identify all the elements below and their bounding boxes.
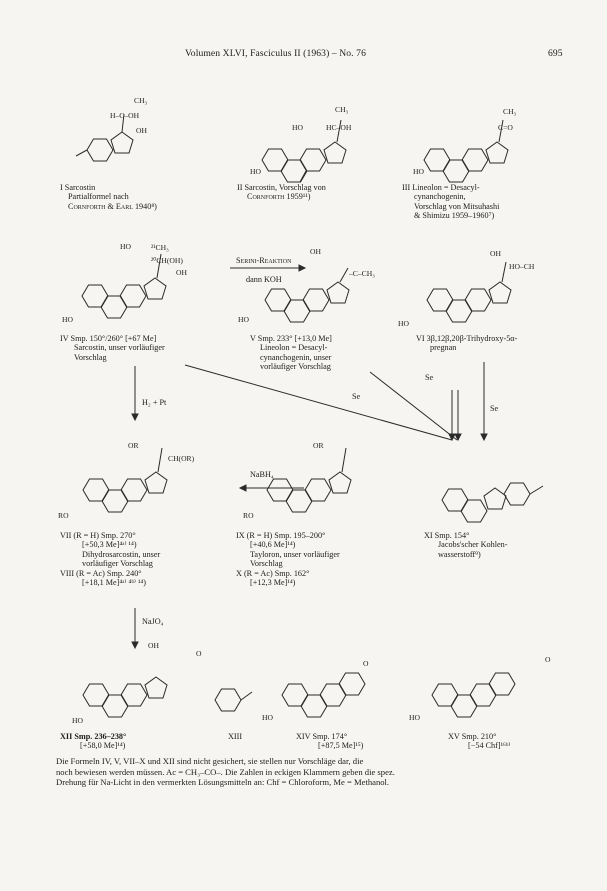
atom-label: HO	[398, 319, 409, 328]
atom-label: HO	[262, 713, 273, 722]
reagent-se-2: Se	[425, 373, 434, 382]
structure-VII	[82, 447, 168, 513]
atom-label: HO	[250, 167, 261, 176]
structure-IX	[266, 447, 352, 513]
caption-XV: XV Smp. 210° [−54 Chf]¹⁶ᵇ⁾	[448, 732, 511, 751]
caption-VII-VIII: VII (R = H) Smp. 270° [+50,3 Me]⁴ᵃ⁾ ¹⁴) …	[60, 531, 161, 588]
structure-III	[423, 119, 509, 183]
atom-label: RO	[58, 511, 69, 520]
footnote-line: noch bewiesen werden müssen. Ac = CH₃–CO…	[56, 766, 395, 777]
atom-label: O	[545, 655, 551, 664]
reagent-se-1: Se	[352, 392, 361, 401]
structure-XI	[441, 482, 544, 523]
structure-I	[75, 113, 134, 162]
atom-label: HO	[292, 123, 303, 132]
reagent-naio4: NaJO₄	[142, 617, 164, 626]
atom-label: ²⁰CH(OH)	[151, 256, 183, 265]
structure-XIV	[281, 672, 366, 718]
atom-label: CH(OR)	[168, 454, 195, 463]
structure-VI	[426, 261, 512, 323]
running-header: Volumen XLVI, Fasciculus II (1963) – No.…	[185, 48, 366, 59]
caption-III: III Lineolon = Desacyl- cynanchogenin, V…	[402, 183, 500, 221]
atom-label: O	[363, 659, 369, 668]
atom-label: RO	[243, 511, 254, 520]
caption-II: II Sarcostin, Vorschlag von Cornforth 19…	[237, 183, 326, 202]
structure-XIII	[214, 688, 253, 712]
caption-XIV: XIV Smp. 174° [+87,5 Me]¹⁵)	[296, 732, 364, 751]
atom-label: HC–OH	[326, 123, 352, 132]
caption-XII: XII Smp. 236–238° [+58,0 Me]¹⁴)	[60, 732, 127, 751]
atom-label: HO	[120, 242, 131, 251]
caption-IX-X: IX (R = H) Smp. 195–200° [+40,6 Me]¹⁴) T…	[236, 531, 340, 588]
atom-label: CH₃	[503, 107, 517, 116]
atom-label: OR	[128, 441, 139, 450]
atom-label: OH	[176, 268, 187, 277]
structure-IV	[81, 253, 167, 319]
atom-label: HO	[62, 315, 73, 324]
footnote-line: Die Formeln IV, V, VII–X und XII sind ni…	[56, 756, 364, 766]
atom-label: O	[196, 649, 202, 658]
atom-label: HO	[413, 167, 424, 176]
atom-label: CH₃	[335, 105, 349, 114]
atom-label: OH	[148, 641, 159, 650]
atom-label: OR	[313, 441, 324, 450]
atom-label: OH	[310, 247, 321, 256]
reagent-koh: dann KOH	[246, 275, 282, 284]
atom-label: C=O	[498, 123, 513, 132]
atom-label: –C–CH₃	[349, 269, 375, 278]
page-number: 695	[548, 48, 563, 59]
caption-XIII: XIII	[228, 732, 243, 741]
atom-label: ²¹CH₃	[151, 243, 169, 252]
atom-label: OH	[490, 249, 501, 258]
caption-VI: VI 3β,12β,20β-Trihydroxy-5α- pregnan	[416, 334, 518, 353]
reagent-h2pt: H₂ + Pt	[142, 398, 167, 407]
atom-label: HO	[72, 716, 83, 725]
atom-label: HO–CH	[509, 262, 535, 271]
structure-XII	[82, 676, 168, 718]
footnote: Die Formeln IV, V, VII–X und XII sind ni…	[56, 756, 571, 788]
reagent-se-3: Se	[490, 404, 499, 413]
caption-V: V Smp. 233° [+13,0 Me] Lineolon = Desacy…	[250, 334, 332, 372]
atom-label: CH₃	[134, 96, 148, 105]
caption-I: I Sarcostin Partialformel nach Cornforth…	[60, 183, 157, 211]
atom-label: HO	[238, 315, 249, 324]
structure-II	[261, 119, 347, 183]
atom-label: HO	[409, 713, 420, 722]
caption-IV: IV Smp. 150°/260° [+67 Me] Sarcostin, un…	[60, 334, 165, 362]
atom-label: H–C–OH	[110, 111, 140, 120]
caption-XI: XI Smp. 154° Jacobs'scher Kohlen- wasser…	[424, 531, 508, 559]
structure-V	[264, 267, 350, 323]
structure-XV	[431, 672, 516, 718]
se-arrow-1	[184, 364, 453, 441]
reagent-nabh4: NaBH₄	[250, 470, 274, 479]
reagent-serini: Serini-Reaktion	[236, 256, 292, 265]
atom-label: OH	[136, 126, 147, 135]
footnote-line: Drehung für Na-Licht in den vermerkten L…	[56, 777, 390, 788]
